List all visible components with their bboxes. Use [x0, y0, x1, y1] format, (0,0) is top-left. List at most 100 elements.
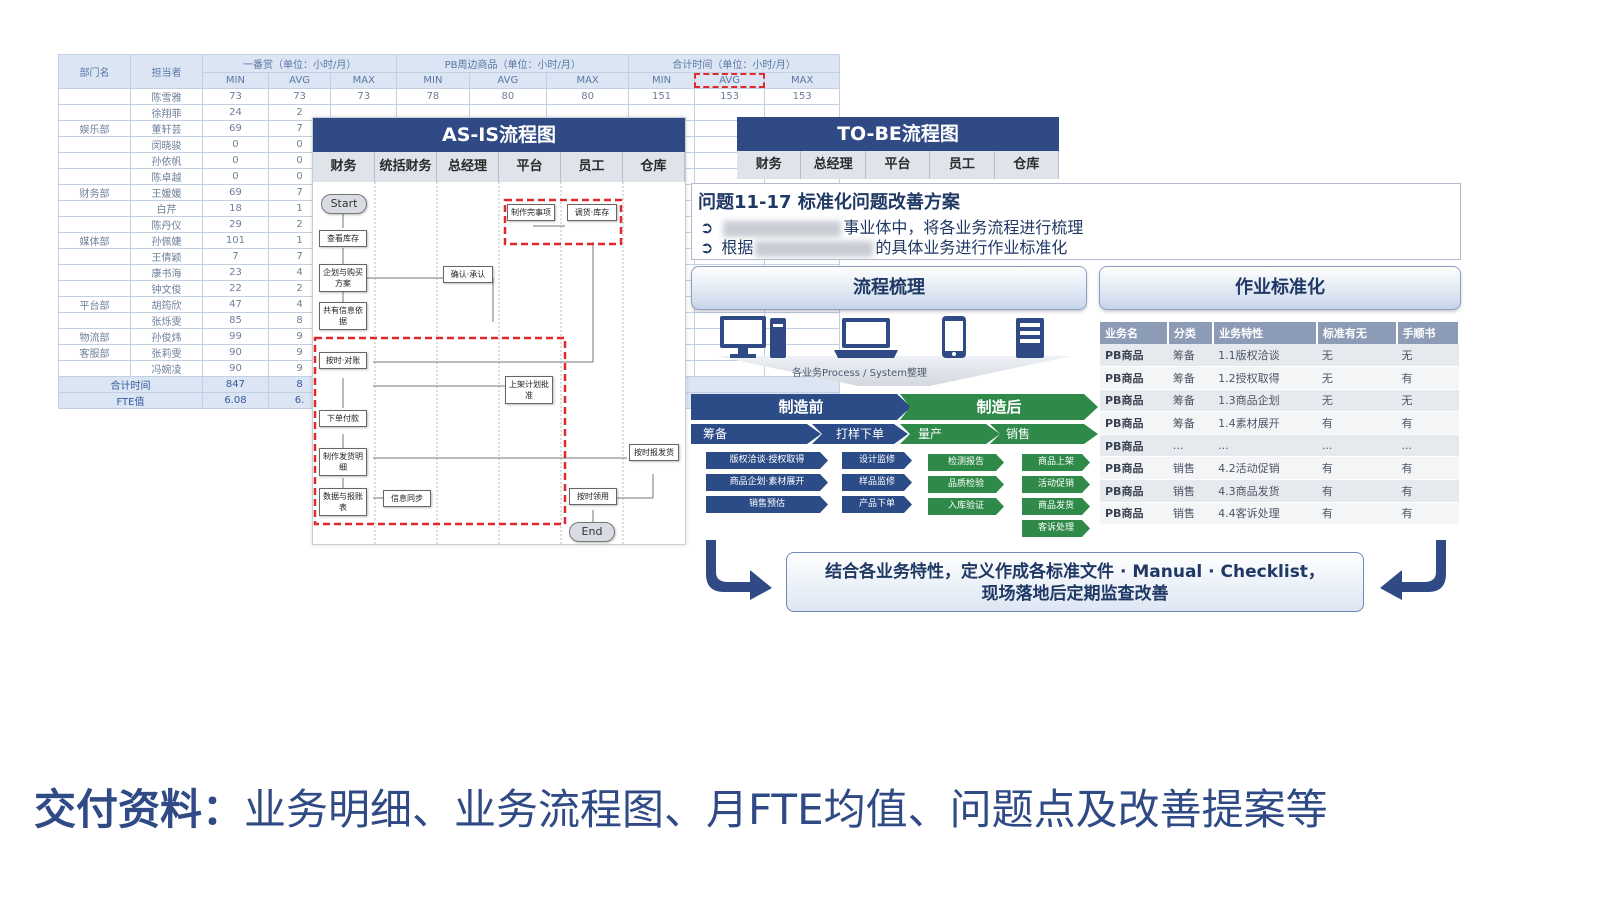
- phase-after-chevron: 制造后: [900, 394, 1098, 420]
- table-row: PB商品............: [1100, 434, 1459, 458]
- sub-avg-highlight: AVG: [693, 72, 766, 89]
- flow-node: 上架计划批准: [505, 376, 553, 404]
- step-pill: 客诉处理: [1022, 520, 1090, 537]
- dept-cell: 媒体部: [58, 231, 131, 249]
- dept-cell: 财务部: [58, 183, 131, 201]
- problem-bullet-2: ➲根据的具体业务进行作业标准化: [700, 238, 1068, 257]
- asis-connectors: [313, 182, 654, 544]
- std-cell: 无: [1396, 344, 1459, 368]
- step-pill: 版权洽谈·授权取得: [706, 452, 828, 469]
- summary-line-2: 现场落地后定期监查改善: [981, 584, 1169, 604]
- sub-min: MIN: [396, 72, 470, 89]
- owner-cell: 闵晓骏: [130, 135, 203, 153]
- std-cell: 无: [1316, 366, 1397, 390]
- dept-cell: [58, 151, 131, 169]
- std-cell: 4.3商品发货: [1213, 479, 1317, 503]
- std-cell: PB商品: [1100, 389, 1168, 413]
- summary-line-1: 结合各业务特性，定义作成各标准文件 · Manual · Checklist，: [825, 562, 1325, 582]
- value-cell: 73: [267, 87, 332, 105]
- std-cell: ...: [1213, 434, 1317, 458]
- section-standardization: 作业标准化: [1099, 266, 1461, 310]
- dept-cell: [58, 247, 131, 265]
- flow-node: 共有信息依据: [319, 302, 367, 330]
- deliverables-caption: 交付资料：业务明细、业务流程图、月FTE均值、问题点及改善提案等: [34, 776, 1328, 837]
- value-cell: 73: [202, 87, 269, 105]
- std-cell: 1.1版权洽谈: [1213, 344, 1317, 368]
- step-pill: 检测报告: [928, 454, 1004, 471]
- lane-finance: 财务: [313, 152, 375, 182]
- std-header: 标准有无: [1316, 322, 1398, 344]
- dept-cell: 娱乐部: [58, 119, 131, 137]
- desktop-computer-icon: [720, 316, 786, 358]
- step-pill: 活动促销: [1022, 476, 1090, 493]
- value-cell: 85: [202, 311, 269, 329]
- laptop-icon: [834, 318, 898, 358]
- sub-min: MIN: [628, 72, 695, 89]
- stage-prep: 筹备: [691, 424, 821, 444]
- value-cell: 7: [202, 247, 269, 265]
- owner-cell: 孙俊炜: [130, 327, 203, 345]
- dept-cell: [58, 87, 131, 105]
- value-cell: 73: [330, 87, 398, 105]
- lane-staff: 员工: [930, 151, 995, 179]
- problem-title: 问题11-17 标准化问题改善方案: [698, 192, 960, 213]
- std-cell: 无: [1396, 389, 1459, 413]
- flow-node: 调货·库存: [567, 204, 617, 221]
- section-process-sorting: 流程梳理: [691, 266, 1087, 310]
- stage-sales: 销售: [990, 424, 1098, 444]
- total-value: 847: [202, 375, 269, 393]
- owner-cell: 徐翔菲: [130, 103, 203, 121]
- value-cell: 0: [202, 151, 269, 169]
- owner-cell: 张烁雯: [130, 311, 203, 329]
- owner-cell: 胡筠欣: [130, 295, 203, 313]
- devices-caption: 各业务Process / System整理: [792, 368, 927, 379]
- owner-cell: 孙佩婕: [130, 231, 203, 249]
- step-pill: 入库验证: [928, 498, 1004, 515]
- flow-node: 按时报发货: [629, 444, 679, 461]
- std-cell: 1.2授权取得: [1213, 366, 1317, 390]
- std-cell: 有: [1396, 456, 1459, 481]
- sub-avg: AVG: [468, 72, 548, 89]
- std-cell: 销售: [1167, 479, 1214, 503]
- std-cell: PB商品: [1100, 411, 1168, 435]
- std-cell: 无: [1316, 344, 1397, 368]
- std-cell: 有: [1396, 502, 1459, 526]
- owner-cell: 董轩芸: [130, 119, 203, 137]
- owner-cell: 王媛媛: [130, 183, 203, 201]
- fte-label: FTE值: [58, 391, 203, 409]
- std-header: 业务名: [1100, 322, 1169, 344]
- dept-cell: [58, 215, 131, 233]
- lane-staff: 员工: [561, 152, 623, 182]
- dept-cell: [58, 167, 131, 185]
- header-group-2: PB周边商品（单位：小时/月）: [396, 54, 630, 73]
- sub-avg: AVG: [267, 72, 332, 89]
- flow-node: 按时领用: [569, 488, 617, 505]
- end-terminal: End: [569, 522, 615, 542]
- stage-mass: 量产: [900, 424, 1000, 444]
- std-cell: PB商品: [1100, 366, 1168, 390]
- std-cell: 1.3商品企划: [1213, 389, 1317, 413]
- flow-node: 下单付款: [319, 410, 367, 427]
- owner-cell: 白芹: [130, 199, 203, 217]
- asis-body: Start 查看库存 企划与购买方案 共有信息依据 确认·承认 制作完事项 调货…: [313, 182, 685, 544]
- std-header: 业务特性: [1213, 322, 1318, 344]
- asis-flowchart: AS-IS流程图 财务 统括财务 总经理 平台 员工 仓库: [312, 117, 686, 545]
- tobe-title: TO-BE流程图: [737, 117, 1059, 151]
- stage-sample: 打样下单: [812, 424, 908, 444]
- problem-box: 问题11-17 标准化问题改善方案 ➲事业体中，将各业务流程进行梳理 ➲根据的具…: [691, 183, 1461, 260]
- dept-cell: 平台部: [58, 295, 131, 313]
- std-cell: 4.2活动促销: [1213, 456, 1317, 481]
- lane-finance: 财务: [737, 151, 802, 179]
- std-cell: 无: [1316, 389, 1397, 413]
- fte-value: 6.08: [202, 391, 269, 409]
- smartphone-icon: [942, 316, 966, 358]
- value-cell: 99: [202, 327, 269, 345]
- header-owner: 担当者: [130, 54, 203, 89]
- step-pill: 品质检验: [928, 476, 1004, 493]
